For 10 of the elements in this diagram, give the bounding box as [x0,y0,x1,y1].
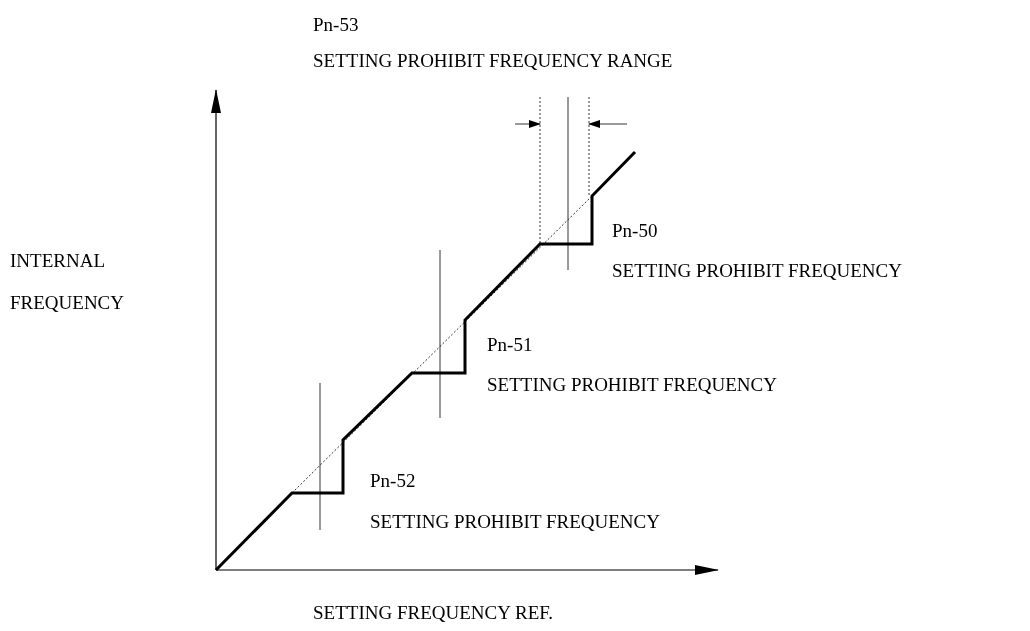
parameter-label: Pn-51 [487,334,533,356]
axis-title: INTERNAL FREQUENCY [10,249,125,315]
parameter-label: Pn-53 [313,14,359,36]
parameter-label: Pn-50 [612,220,658,242]
axis-title: SETTING FREQUENCY REF. [313,602,554,624]
annotation-text: SETTING PROHIBIT FREQUENCY [487,374,777,396]
parameter-label: Pn-52 [370,470,416,492]
annotation-text: SETTING PROHIBIT FREQUENCY RANGE [313,50,673,72]
annotation-text: SETTING PROHIBIT FREQUENCY [612,260,902,282]
annotation-text: SETTING PROHIBIT FREQUENCY [370,511,660,533]
